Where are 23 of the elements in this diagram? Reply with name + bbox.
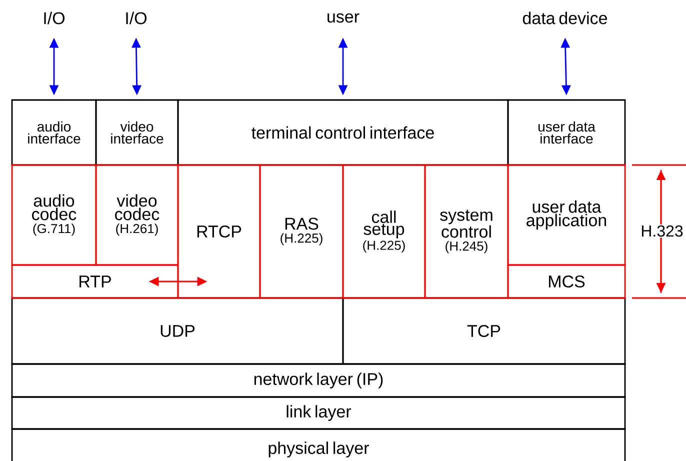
device-label: I/O [126, 12, 147, 24]
protocol-box: MCS [507, 264, 626, 299]
layer-box: TCP [342, 297, 626, 365]
device-label: I/O [44, 12, 65, 24]
layer-box: network layer (IP) [11, 363, 626, 398]
protocol-box: video codec (H.261) [95, 164, 179, 266]
protocol-box: call setup (H.225) [342, 164, 426, 299]
interface-box: user data interface [507, 99, 626, 166]
protocol-box: audio codec (G.711) [11, 164, 97, 266]
protocol-box: RTP [11, 264, 179, 299]
device-label: data device [522, 12, 608, 24]
layer-box: physical layer [11, 428, 626, 461]
interface-box: audio interface [11, 99, 97, 166]
protocol-box: user data application [507, 164, 626, 266]
protocol-box: RTCP [177, 164, 261, 299]
interface-box: terminal control interface [177, 99, 509, 166]
layer-box: UDP [11, 297, 344, 365]
protocol-box: RAS (H.225) [259, 164, 344, 299]
interface-box: video interface [95, 99, 179, 166]
protocol-box: system control (H.245) [424, 164, 509, 299]
dimension-label: H.323 [640, 224, 684, 238]
layer-box: link layer [11, 396, 626, 430]
device-label: user [328, 13, 360, 23]
